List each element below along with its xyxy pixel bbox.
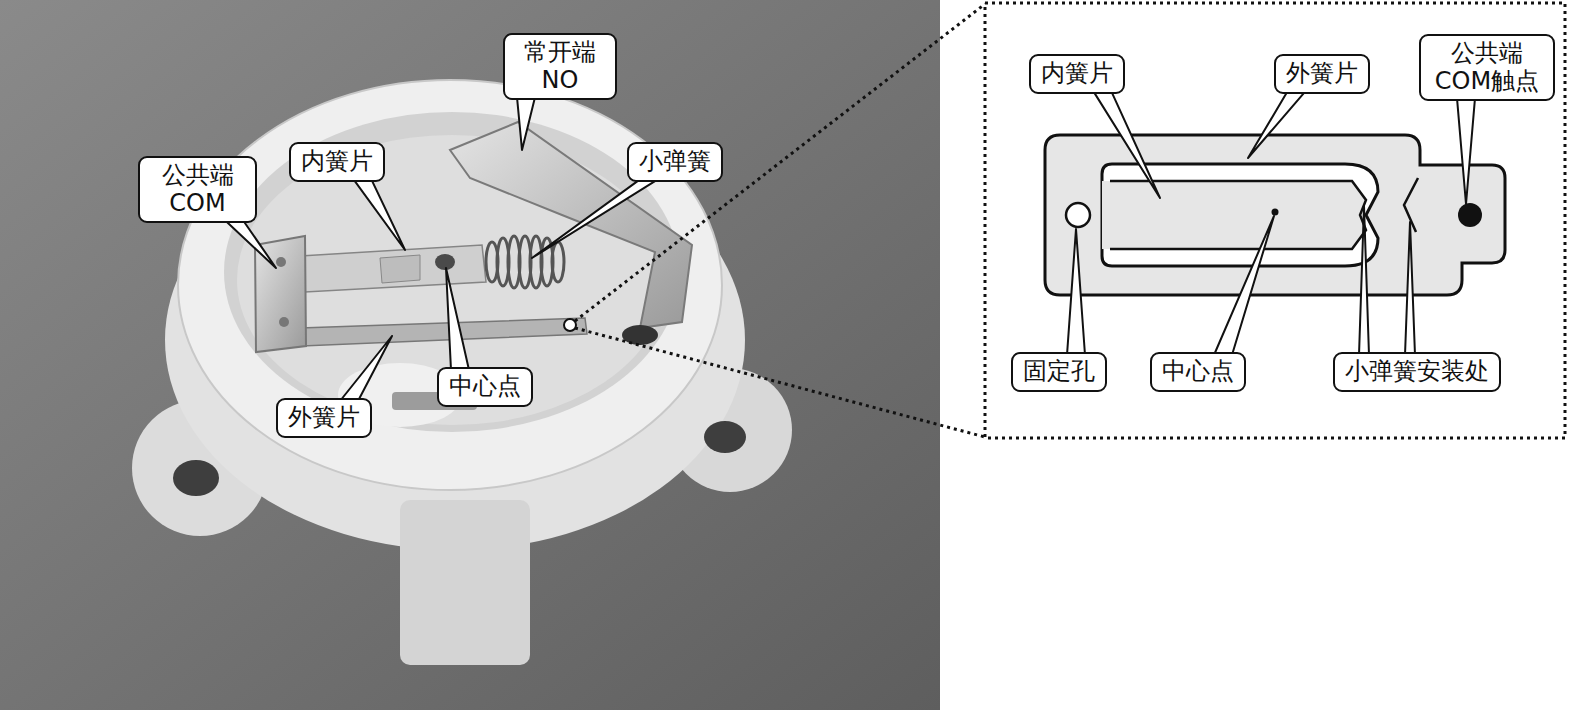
callout-label: 外簧片: [288, 404, 360, 432]
callout-tail: [1248, 91, 1306, 158]
callout-label: 常开端 NO: [515, 39, 605, 94]
callout-tail: [1359, 206, 1369, 355]
callout-box: 小弹簧: [627, 142, 723, 182]
callout-label: 公共端 COM触点: [1431, 40, 1543, 95]
photo-ground: [0, 0, 940, 710]
callout-label: 外簧片: [1286, 60, 1358, 88]
reed-schematic: [1045, 135, 1505, 295]
callout-label: 内簧片: [1041, 60, 1113, 88]
callout-label: 公共端 COM: [150, 162, 245, 217]
callout-tail: [1214, 216, 1274, 355]
callout-label: 固定孔: [1023, 358, 1095, 386]
plastic-housing: [132, 80, 792, 665]
callout-tail: [340, 336, 392, 401]
callout-tail: [446, 268, 469, 370]
callout-box: 固定孔: [1011, 352, 1107, 392]
callout-tail: [1067, 229, 1085, 355]
callout-label: 内簧片: [301, 148, 373, 176]
callout-label: 小弹簧安装处: [1345, 358, 1489, 386]
zoom-leader: [564, 3, 1565, 438]
callout-box: 内簧片: [1029, 54, 1125, 94]
callout-tail: [225, 220, 276, 268]
callout-box: 内簧片: [289, 142, 385, 182]
callout-box: 小弹簧安装处: [1333, 352, 1501, 392]
callout-box: 外簧片: [276, 398, 372, 438]
callout-box: 中心点: [437, 367, 533, 407]
callout-box: 常开端 NO: [503, 33, 617, 100]
callout-box: 外簧片: [1274, 54, 1370, 94]
callout-tail: [1405, 222, 1415, 355]
callout-box: 公共端 COM: [138, 156, 257, 223]
callout-box: 公共端 COM触点: [1419, 34, 1555, 101]
callout-tail: [532, 179, 659, 258]
callout-label: 中心点: [449, 373, 521, 401]
callout-label: 中心点: [1162, 358, 1234, 386]
callout-tail: [517, 97, 535, 150]
callout-tail: [353, 179, 405, 250]
callout-box: 中心点: [1150, 352, 1246, 392]
callout-label: 小弹簧: [639, 148, 711, 176]
callout-tail: [1093, 91, 1160, 198]
callout-tail: [1457, 98, 1475, 204]
